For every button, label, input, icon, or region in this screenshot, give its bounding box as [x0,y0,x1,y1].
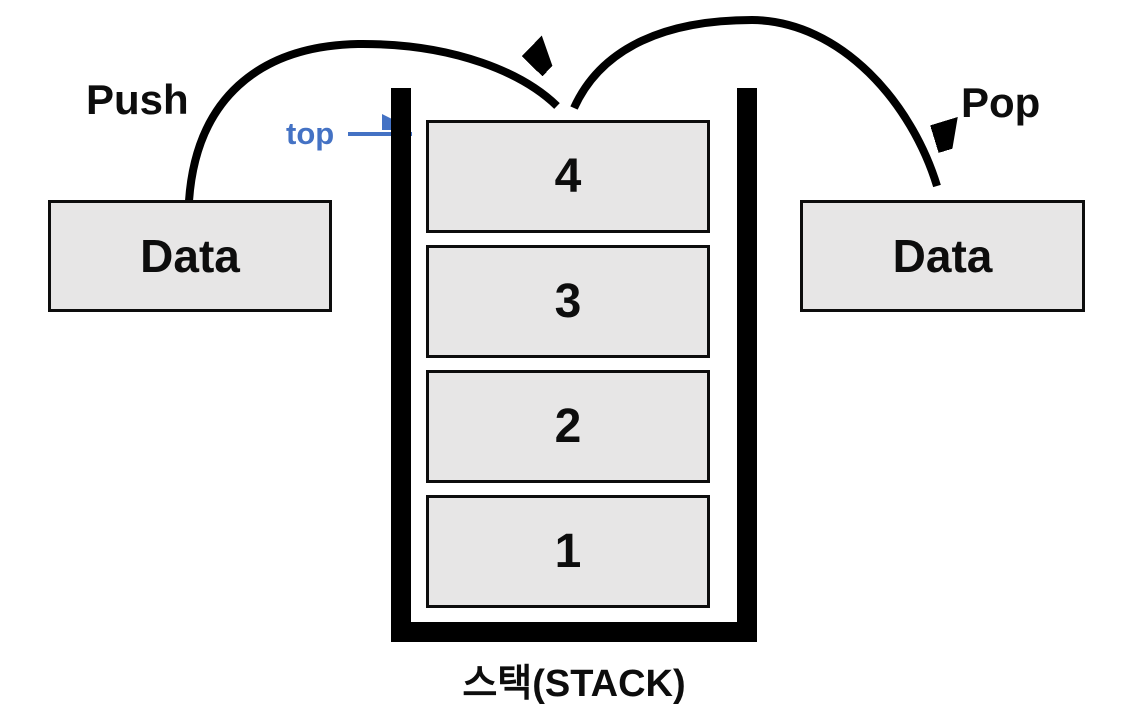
stack-item-value: 4 [554,150,582,203]
push-label: Push [86,76,189,123]
stack-item-value: 1 [554,525,582,578]
pop-label: Pop [961,79,1041,126]
top-pointer-label: top [286,116,335,151]
stack-caption: 스택(STACK) [462,663,686,705]
stack-item: 3 [426,245,710,358]
push-data-label: Data [140,230,240,282]
stack-item: 1 [426,495,710,608]
stack-item: 2 [426,370,710,483]
stack-item-value: 3 [554,275,582,328]
pop-data-box: Data [800,200,1085,312]
pop-data-label: Data [892,230,993,282]
push-data-box: Data [48,200,332,312]
stack-item: 4 [426,120,710,233]
stack-walls [391,88,757,642]
stack-item-value: 2 [554,400,582,453]
